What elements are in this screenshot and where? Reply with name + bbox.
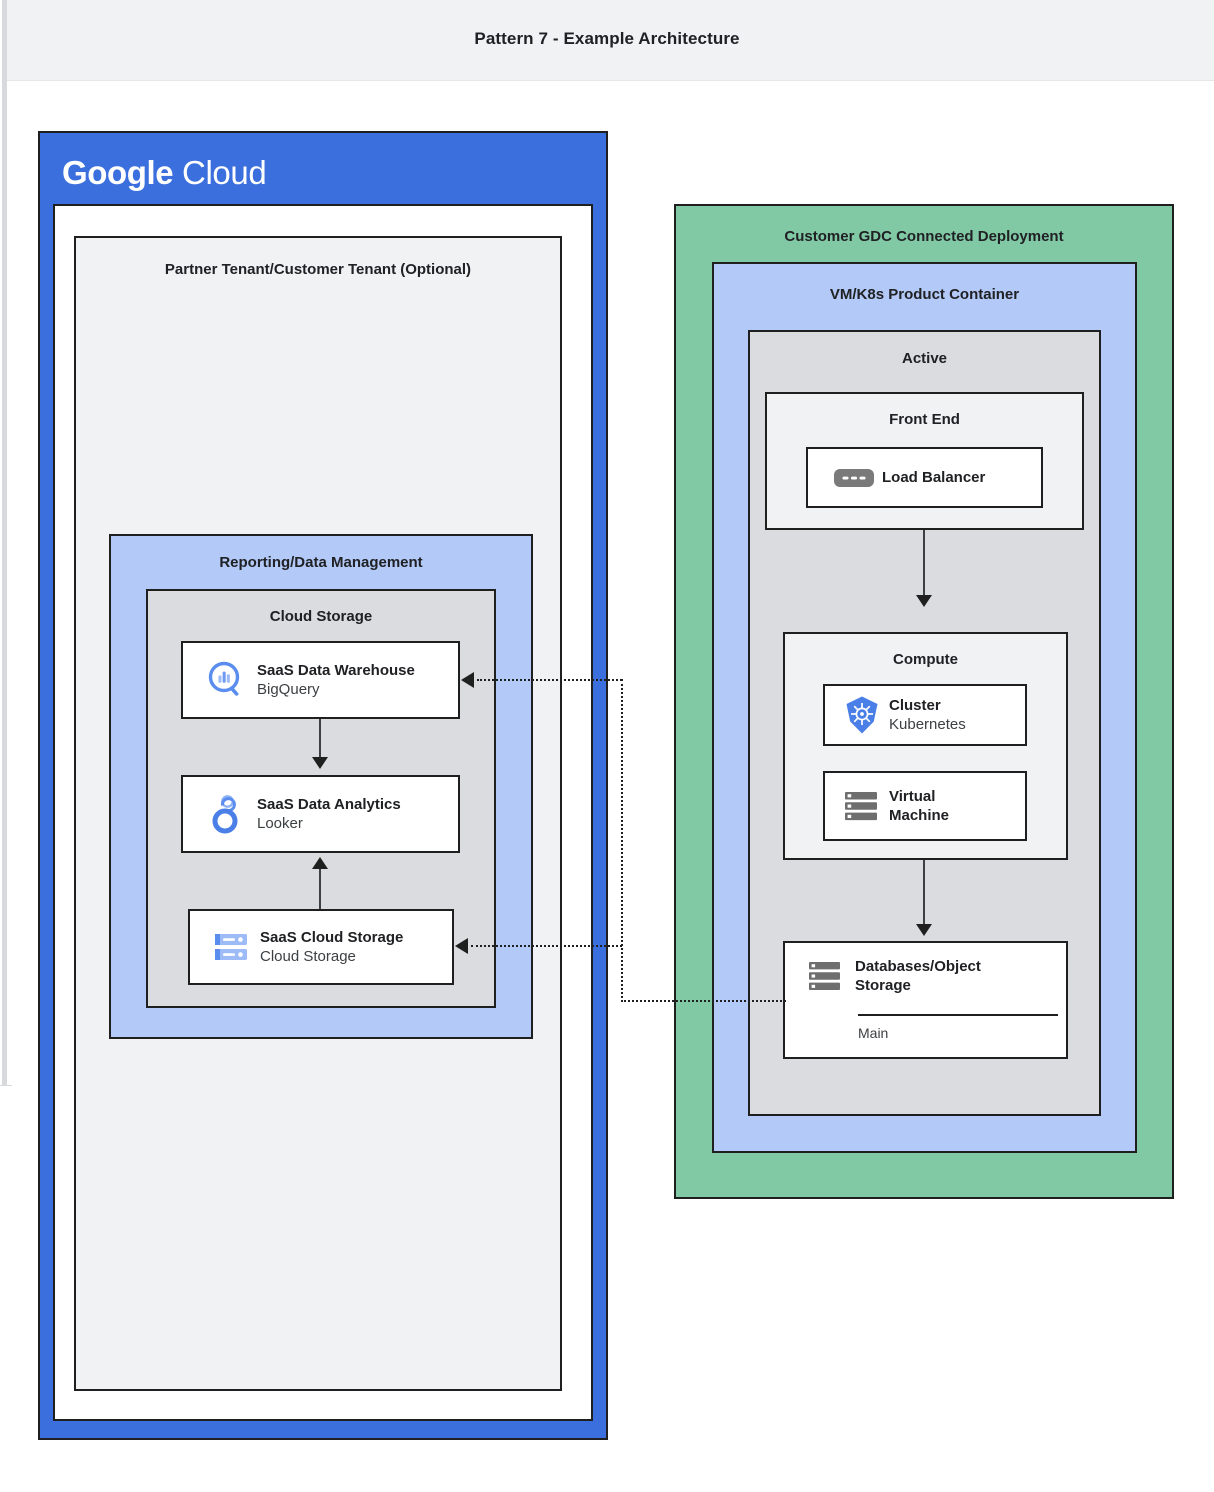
- node-label-group: Databases/Object Storage: [855, 943, 981, 995]
- node-saas-data-warehouse[interactable]: SaaS Data Warehouse BigQuery: [181, 641, 460, 719]
- connector-warehouse-to-analytics: [319, 719, 321, 759]
- cloud-storage-group-label: Cloud Storage: [269, 608, 373, 625]
- wordmark-cloud: Cloud: [182, 154, 267, 191]
- dotted-run-to-database: [621, 1000, 786, 1002]
- partner-tenant-label: Partner Tenant/Customer Tenant (Optional…: [164, 261, 472, 278]
- node-load-balancer[interactable]: Load Balancer: [806, 447, 1043, 508]
- google-cloud-wordmark: Google Cloud: [62, 154, 267, 192]
- arrowhead-down-compute: [916, 595, 932, 607]
- node-title-line2: Machine: [889, 807, 950, 824]
- arrowhead-down-database: [916, 924, 932, 936]
- connector-storage-to-analytics: [319, 869, 321, 910]
- wordmark-google: Google: [62, 154, 174, 191]
- looker-icon: [195, 792, 257, 836]
- page-title: Pattern 7 - Example Architecture: [474, 29, 740, 48]
- node-title-line2: Storage: [855, 977, 911, 995]
- dotted-branch-to-warehouse: [477, 679, 622, 681]
- node-databases-object-storage[interactable]: Databases/Object Storage: [783, 941, 1068, 1059]
- node-title: SaaS Data Warehouse: [257, 661, 415, 679]
- node-label-group: SaaS Data Warehouse BigQuery: [257, 661, 415, 699]
- node-title: SaaS Data Analytics: [257, 795, 401, 813]
- vm-k8s-label: VM/K8s Product Container: [829, 286, 1020, 303]
- connector-frontend-to-compute: [923, 530, 925, 597]
- database-divider: [858, 1014, 1058, 1016]
- arrowhead-down-analytics: [312, 757, 328, 769]
- database-footer-label: Main: [858, 1025, 889, 1041]
- left-gutter: [0, 0, 7, 1492]
- active-label: Active: [901, 350, 948, 367]
- node-label-group: Load Balancer: [882, 468, 985, 487]
- front-end-label: Front End: [889, 411, 960, 428]
- node-label-group: Cluster Kubernetes: [889, 696, 966, 734]
- virtual-machine-icon: [835, 787, 889, 825]
- gdc-label: Customer GDC Connected Deployment: [784, 228, 1064, 245]
- node-subtitle: BigQuery: [257, 681, 320, 698]
- node-saas-cloud-storage[interactable]: SaaS Cloud Storage Cloud Storage: [188, 909, 454, 985]
- connector-compute-to-database: [923, 860, 925, 926]
- dotted-branch-to-cloud-storage: [471, 945, 622, 947]
- dotted-trunk-vertical: [621, 679, 623, 1002]
- node-label-group: SaaS Cloud Storage Cloud Storage: [260, 928, 403, 966]
- node-title: Virtual: [889, 787, 936, 805]
- node-subtitle: Cloud Storage: [260, 948, 356, 965]
- bigquery-icon: [195, 659, 257, 701]
- arrowhead-left-cloud-storage: [455, 938, 468, 954]
- scrollbar-track[interactable]: [1, 0, 7, 1492]
- load-balancer-icon: [826, 465, 882, 491]
- node-cluster[interactable]: Cluster Kubernetes: [823, 684, 1027, 746]
- node-title: Load Balancer: [882, 468, 986, 486]
- gutter-tick: [0, 1085, 12, 1086]
- node-subtitle: Looker: [257, 815, 303, 832]
- reporting-label: Reporting/Data Management: [219, 554, 423, 571]
- node-title: Cluster: [889, 696, 941, 714]
- database-icon: [797, 943, 855, 1001]
- arrowhead-up-analytics: [312, 857, 328, 869]
- scrollbar-thumb[interactable]: [2, 0, 7, 1085]
- node-saas-data-analytics[interactable]: SaaS Data Analytics Looker: [181, 775, 460, 853]
- arrowhead-left-warehouse: [461, 672, 474, 688]
- node-label-group: Virtual Machine: [889, 787, 949, 825]
- kubernetes-icon: [835, 693, 889, 737]
- cloud-storage-icon: [202, 929, 260, 965]
- title-bar: Pattern 7 - Example Architecture: [0, 0, 1214, 81]
- compute-label: Compute: [893, 651, 958, 668]
- node-title: Databases/Object: [855, 958, 981, 975]
- node-title: SaaS Cloud Storage: [260, 928, 404, 946]
- node-label-group: SaaS Data Analytics Looker: [257, 795, 401, 833]
- node-virtual-machine[interactable]: Virtual Machine: [823, 771, 1027, 841]
- node-subtitle: Kubernetes: [889, 716, 966, 733]
